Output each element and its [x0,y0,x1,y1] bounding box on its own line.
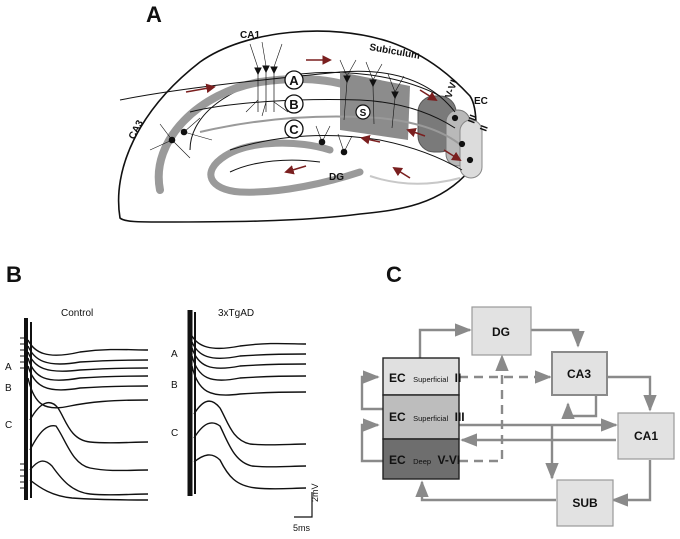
edge-ec-left-loop-2 [360,418,383,463]
ec-deep-prefix: EC [389,453,406,467]
control-mark-b: B [5,383,12,394]
pathway-a-label: A [289,73,299,88]
ec-deep-sub: Deep [413,457,431,466]
label-ii: II [478,124,490,133]
node-ec-superficial-iii: EC Superficial III [382,394,465,440]
node-ec-superficial-ii: EC Superficial II [382,357,461,396]
label-iii: III [466,113,479,125]
ec-iii-sub: Superficial [413,414,448,423]
node-sub: SUB [556,479,614,527]
fiber-pathway-a [189,99,456,129]
scale-voltage: 2mV [310,483,320,502]
edge-ecdeep-dg [459,354,509,463]
ec-ii-layer: II [455,371,462,385]
stimulation-site-marker: S [355,104,371,120]
ec-iii-prefix: EC [389,410,406,424]
label-dg: DG [329,172,344,183]
edge-dg-ca3 [531,328,585,348]
connections [360,323,657,507]
label-ca1: CA1 [240,30,260,41]
tgad-title: 3xTgAD [218,308,254,319]
stimulation-site-label: S [360,108,367,119]
ec-cell-2 [458,140,466,148]
ec-ii-sub: Superficial [413,375,448,384]
svg-text:EC Superficial: EC Superficial II [389,369,461,386]
arrow-ec-c [360,134,381,145]
panel-a-letter: A [146,2,162,27]
edge-ca1-sub [611,460,652,507]
svg-text:EC Superficial: EC Superficial III [389,408,465,425]
arrow-ec-sub [406,128,426,138]
pyramidal-layer [154,75,354,194]
node-sub-label: SUB [572,496,598,510]
ec-cell-3 [466,156,474,164]
hippocampus-outline [117,30,477,223]
scale-time: 5ms [293,523,311,533]
dentate-gyrus-band [207,139,364,196]
ec-ii-prefix: EC [389,371,406,385]
edge-sub-ecdeep [415,480,556,502]
node-dg-label: DG [492,325,510,339]
ca3-neurons [149,117,213,159]
fiber-return [369,175,461,185]
panel-b: B Control A B C 3xTgAD [5,262,320,533]
fiber-pathway-c [229,134,463,171]
label-ec: EC [474,96,488,107]
control-mark-a: A [5,362,12,373]
ec-cell-1 [451,114,459,122]
node-ca3: CA3 [551,351,608,396]
arrow-ec-out [443,149,462,162]
label-vvi: V-VI [443,78,460,100]
tgad-mark-a: A [171,349,178,360]
tgad-mark-c: C [171,428,178,439]
subiculum-neurons [339,59,405,129]
svg-text:EC Deep V-VI: EC Deep V-VI [389,451,460,468]
edge-ca3-self [561,396,598,420]
pathway-b-label: B [289,97,298,112]
panel-b-letter: B [6,262,22,287]
ca1-neurons [245,41,289,117]
node-ec-deep: EC Deep V-VI [382,438,460,480]
node-ca1: CA1 [617,412,675,460]
node-ca1-label: CA1 [634,429,658,443]
edge-ec-left-loop-1 [360,370,383,411]
tgad-traces [187,310,307,496]
ec-cylinders [417,95,483,179]
ec-deep-layer: V-VI [438,453,461,467]
pathway-a-marker: A [284,70,304,90]
ec-iii-layer: III [455,410,465,424]
control-title: Control [61,308,93,319]
arrow-ec-dg [392,166,411,179]
scale-bar: 2mV 5ms [293,483,320,533]
fiber-perforant [119,70,456,113]
node-dg: DG [471,306,532,356]
control-mark-c: C [5,420,12,431]
panel-c: C [360,262,675,527]
label-subiculum: Subiculum [368,42,420,62]
panel-c-letter: C [386,262,402,287]
neurons [149,41,474,164]
control-traces [20,318,149,501]
node-ca3-label: CA3 [567,367,591,381]
dentate-gyrus-inner [229,159,321,173]
pathway-c-marker: C [284,119,304,139]
arrow-dg [284,165,307,175]
tgad-mark-b: B [171,380,178,391]
edge-ca3-ca1 [606,375,657,412]
pathway-c-label: C [289,122,299,137]
arrow-ca3-ca1 [185,83,216,94]
pathway-b-marker: B [284,94,304,114]
edge-ecii-dg [418,323,472,358]
arrow-sub-ec [419,89,438,102]
panel-a: A [117,2,491,223]
